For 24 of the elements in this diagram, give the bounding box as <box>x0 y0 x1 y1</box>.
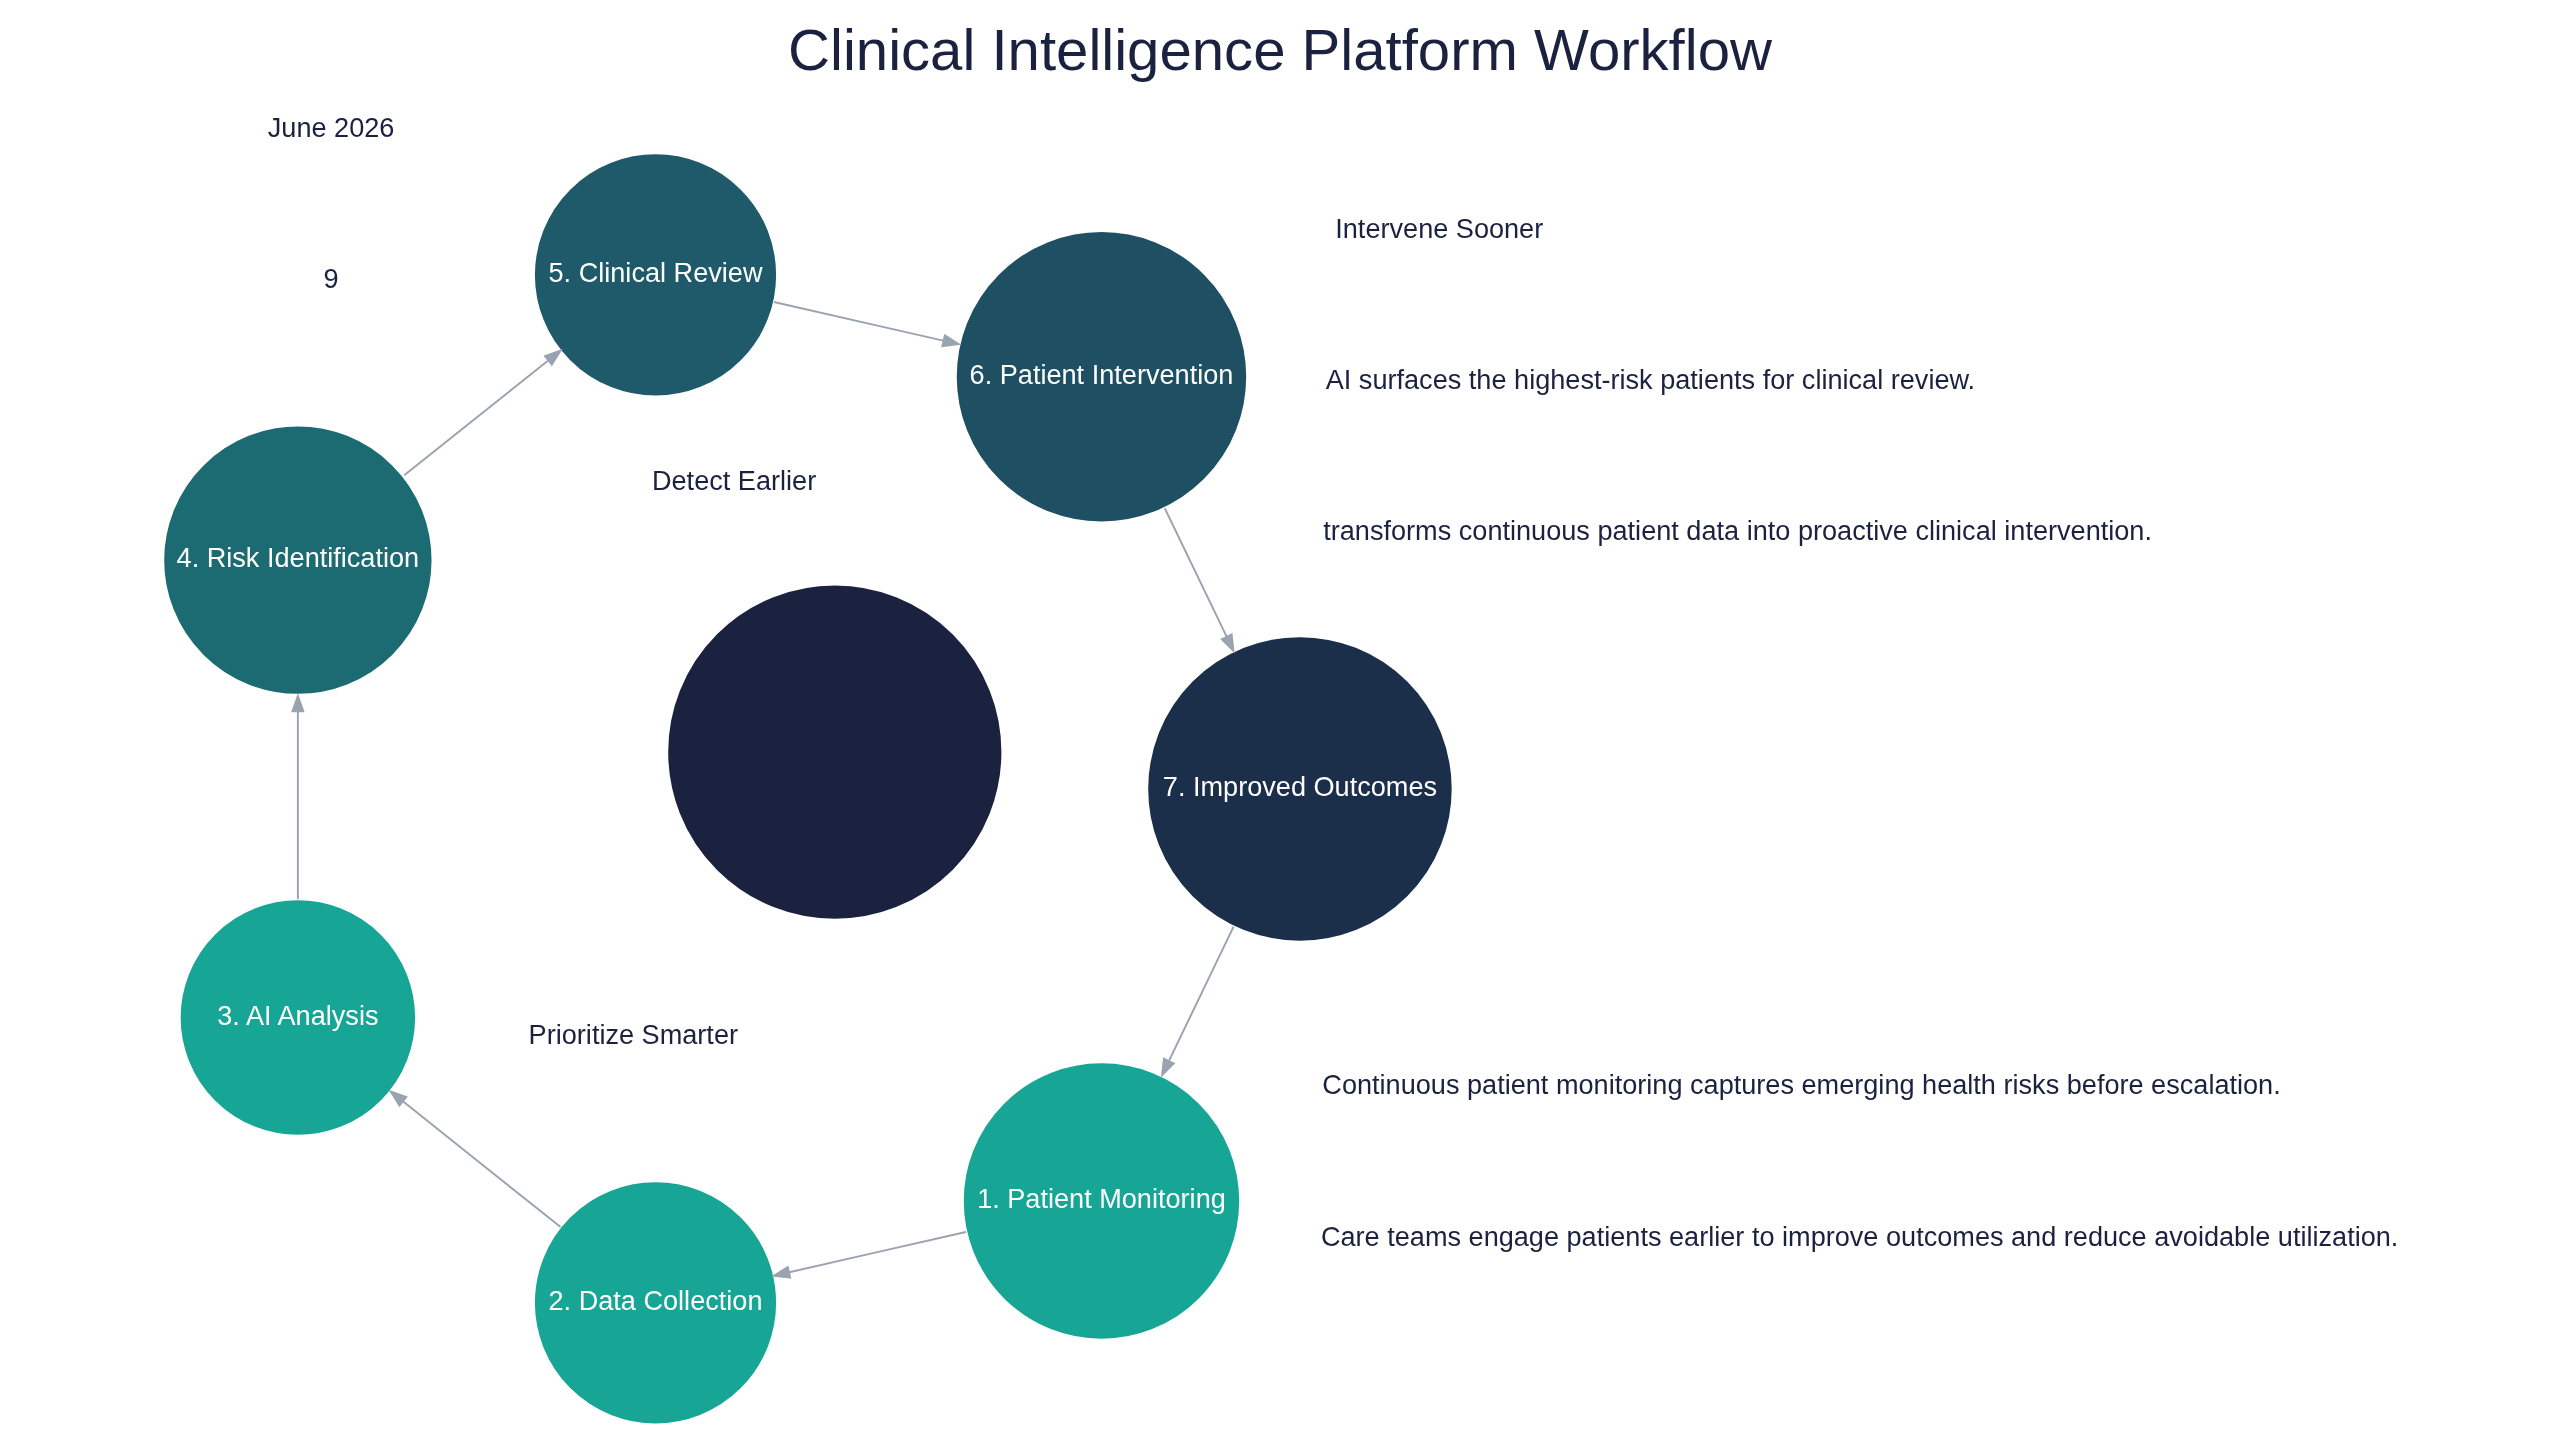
node-circle: 3. AI Analysis <box>178 898 418 1137</box>
label: Care teams engage patients earlier to improve outcomes and reduce avoidable utilization. <box>1320 1220 2399 1252</box>
node-circle <box>666 583 1004 921</box>
node-circle: 2. Data Collection <box>532 1180 779 1426</box>
arrow <box>772 301 962 348</box>
arrow <box>388 1089 562 1229</box>
arrow <box>1160 925 1235 1078</box>
arrow <box>403 348 563 477</box>
label: transforms continuous patient data into proactive clinical intervention. <box>1323 515 2152 547</box>
arrow <box>1163 507 1235 654</box>
label: AI surfaces the highest-risk patients for clinical review. <box>1325 364 1976 396</box>
label: Detect Earlier <box>651 464 817 496</box>
diagram-title: Clinical Intelligence Platform Workflow <box>788 17 1772 83</box>
label: June 2026 <box>267 112 395 144</box>
label: 9 <box>323 263 339 295</box>
arrow <box>771 1231 967 1279</box>
label: Continuous patient monitoring captures emerging health risks before escalation. <box>1322 1069 2281 1101</box>
arrow <box>291 692 305 901</box>
node-circle: 5. Clinical Review <box>532 152 779 398</box>
node-circle: 1. Patient Monitoring <box>961 1061 1242 1341</box>
label: Intervene Sooner <box>1335 213 1544 245</box>
node-circle: 6. Patient Intervention <box>954 230 1249 524</box>
node-circle: 4. Risk Identification <box>162 424 434 696</box>
label: Prioritize Smarter <box>528 1019 739 1051</box>
